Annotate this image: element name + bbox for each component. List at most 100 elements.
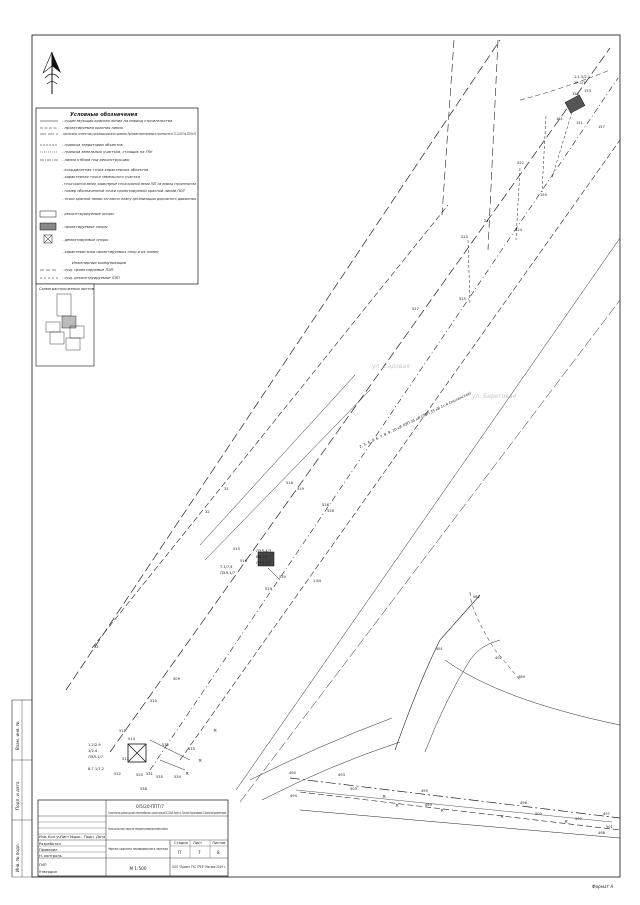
pole-callout-line: 8.7 1/7.2 xyxy=(88,767,104,771)
point-label: 509 xyxy=(173,677,181,681)
pole-callouts: 1:1.5/2.1 2Р-1/7 Т.1/7,4 ЛЭЛ-1/7 1.2/2.9… xyxy=(88,75,590,771)
title-block: Изм. Кол.уч Лист №док. Подп. Дата Разраб… xyxy=(37,799,229,877)
svg-text:×: × xyxy=(440,808,444,814)
point-label: 524 xyxy=(515,228,523,232)
pole-callout-line: 1.2/2.9 xyxy=(88,743,101,747)
pole-callout-line: 1/2.4 xyxy=(88,749,98,753)
point-label: 513 xyxy=(122,757,129,761)
tb-role: Утвердил xyxy=(39,870,57,874)
point-label: 24 xyxy=(484,219,489,223)
pole-callout-line: ВЛ-10 xyxy=(256,555,268,559)
sheet-frame xyxy=(31,34,621,878)
point-label: 522 xyxy=(517,161,524,165)
legend-item: - координатная точка характерных объекто… xyxy=(62,168,148,172)
sheets-label: Листов xyxy=(212,841,225,845)
point-label: 533 xyxy=(188,747,195,751)
point-label: 161 xyxy=(556,117,563,121)
legend-items: - существующая красная линия на период с… xyxy=(62,119,197,280)
point-label: 1.84 xyxy=(313,579,322,583)
point-label: 499 xyxy=(425,803,433,807)
point-label: 495 xyxy=(421,789,428,793)
power-line-label: 2, 3, 4, 5, 6, 7, 8, 9, 10 кВ ЛЭП 35 кВ … xyxy=(359,391,473,449)
point-label: 532 xyxy=(162,743,169,747)
tb-header-cell: Дата xyxy=(96,835,105,839)
legend-item: - граница земельных участков, стоящих на… xyxy=(62,150,153,154)
title-block-header: Изм. Кол.уч Лист №док. Подп. Дата xyxy=(39,835,105,839)
project-code: 0/5/20-ППТ/7 xyxy=(136,804,164,809)
format-label: Формат А xyxy=(592,884,613,889)
tb-header-cell: Изм. xyxy=(39,835,47,839)
sheet-label: Лист xyxy=(193,841,202,845)
point-label: 518 xyxy=(286,481,294,485)
svg-text:×: × xyxy=(185,771,189,777)
svg-text:×: × xyxy=(382,794,386,800)
point-label: 562 xyxy=(473,595,480,599)
point-label: 159 xyxy=(540,193,548,197)
point-label: 498 xyxy=(598,831,606,835)
points-top: 152 153 151 157 161 159 522 523 524 525 … xyxy=(412,89,605,311)
point-label: 514 xyxy=(128,737,136,741)
side-strip: Взам. инв. № Подп. и дата Инв. № подл. xyxy=(11,699,32,878)
legend-item: - красная линия, согласно плану организа… xyxy=(62,132,196,136)
pole-callout-line: ЛЭЛ-1/7 xyxy=(256,561,271,565)
legend-item: - сущ. проектируемые ЛЭП xyxy=(62,268,114,272)
legend-item: - точки красной линии, характерные точки… xyxy=(62,182,196,186)
point-label: 516 xyxy=(240,559,248,563)
point-label: 497 xyxy=(603,812,610,816)
point-label: 502 xyxy=(575,817,582,821)
tb-header-cell: Лист xyxy=(60,835,69,839)
tb-role: Проверил xyxy=(39,848,57,852)
point-label: 503 xyxy=(350,787,357,791)
legend-item: - проектируемые опоры xyxy=(62,225,108,229)
tb-header-cell: Подп. xyxy=(84,835,95,839)
point-label: 520 xyxy=(136,773,144,777)
pole-callout-line: ЛЭЛ-1/7 xyxy=(88,755,103,759)
legend-title: Условные обозначения xyxy=(70,111,138,118)
pole-callout-line: Т.1/7,4 xyxy=(219,565,233,569)
point-label: 22 xyxy=(94,645,99,649)
organization: ООО "Проект ТУС ГРЕЕ" Москва 2019 г. xyxy=(172,865,226,869)
svg-text:×: × xyxy=(500,814,504,820)
tb-role: ГИП xyxy=(39,863,47,867)
tb-role: Разработал xyxy=(39,842,61,846)
point-label: 152 xyxy=(572,92,579,96)
pole-callout-line: 1:1.5/2.1 xyxy=(574,75,590,79)
north-arrow-icon xyxy=(42,51,61,94)
point-label: 515 xyxy=(233,547,240,551)
point-label: 153 xyxy=(584,89,591,93)
legend-item: - характеристики проектируемых опор и их… xyxy=(62,250,159,254)
point-label: 526 xyxy=(322,503,330,507)
svg-text:×: × xyxy=(564,819,568,825)
cross-marks: ××× ××× ×× xyxy=(185,728,568,825)
point-label: 151 xyxy=(576,121,583,125)
legend-item: - номер обозначенной точки проектируемой… xyxy=(62,189,186,193)
svg-text:×: × xyxy=(395,803,399,809)
legend-item: - демонтируемые опоры xyxy=(62,238,108,242)
point-label: 512 xyxy=(114,772,121,776)
sheets-value: 8 xyxy=(217,850,220,855)
drawing-title: Чертеж красного планировочного чертежа xyxy=(108,847,168,851)
legend-item: - характерная точка земельного участка xyxy=(62,175,140,179)
point-label: 493 xyxy=(338,773,345,777)
stage-value: П xyxy=(178,850,181,855)
svg-text:×: × xyxy=(213,728,217,734)
drawing-name: Чертеж красных линий, границы зон планир… xyxy=(108,827,168,831)
points-middle: 31 32 509 510 515 516 518 519 526 528 52… xyxy=(94,481,526,703)
strip-label-2: Подп. и дата xyxy=(15,781,20,810)
tb-header-cell: №док. xyxy=(70,835,82,839)
point-label: 494 xyxy=(290,794,298,798)
pole-callout-line: 2Р-1/7 xyxy=(574,81,586,85)
point-label: 538 xyxy=(140,787,148,791)
project-name: Строительство (реконструкция) энергоснаб… xyxy=(108,811,226,815)
points-bottom: 511 512 513 514 520 531 532 533 534 535 … xyxy=(114,729,613,835)
map-linework xyxy=(65,39,621,839)
legend-item: - реконструируемые опоры xyxy=(62,212,114,216)
point-label: 523 xyxy=(461,235,468,239)
point-label: 535 xyxy=(156,775,163,779)
tb-header-cell: Кол.уч xyxy=(48,835,60,839)
legend-item: - существующая красная линия на период с… xyxy=(62,119,172,123)
strip-label-1: Взам. инв. № xyxy=(15,721,20,750)
point-label: 519 xyxy=(297,487,305,491)
title-block-roles: Разработал Проверил Н. контроль ГИП Утве… xyxy=(39,842,62,874)
legend-item: - граница территории объектов xyxy=(62,143,123,147)
